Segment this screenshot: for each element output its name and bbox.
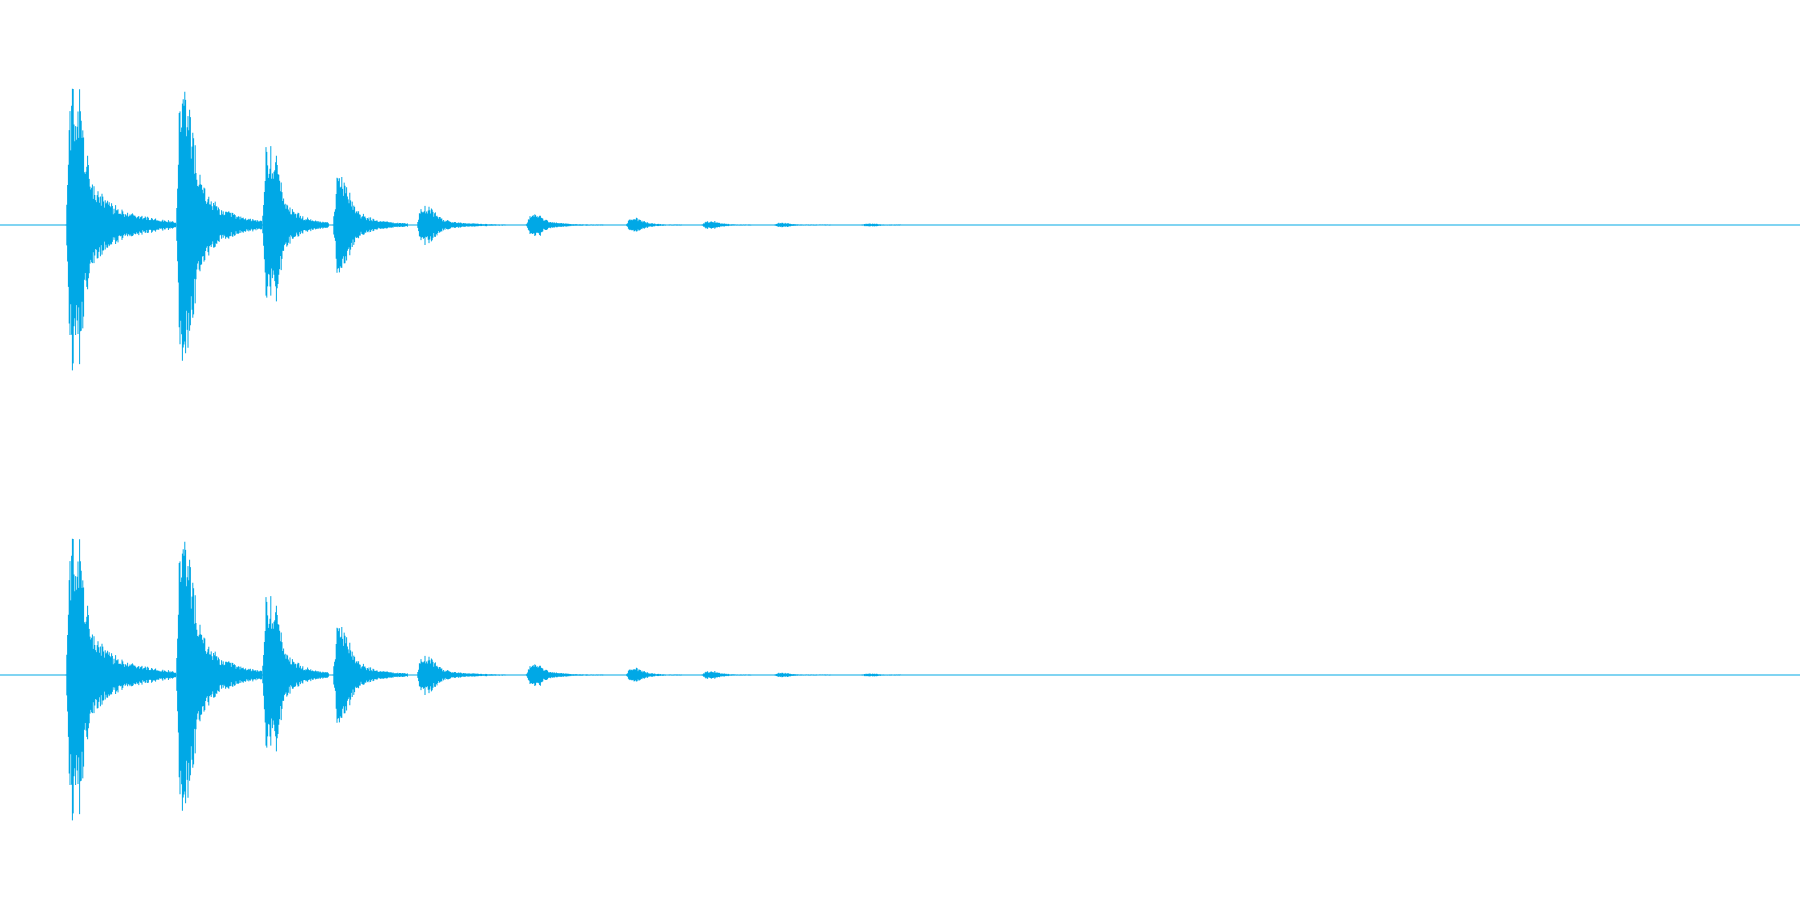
waveform-burst: [332, 177, 408, 273]
waveform-channel-2: [0, 538, 1800, 821]
waveform-burst: [416, 655, 506, 695]
waveform-burst: [525, 214, 604, 236]
waveform-burst: [261, 146, 329, 302]
waveform-burst: [332, 627, 408, 723]
waveform-burst: [175, 541, 263, 811]
waveform-burst: [416, 205, 506, 245]
waveform-burst: [861, 223, 901, 227]
waveform-burst: [773, 222, 831, 228]
waveform-burst-path: [701, 671, 752, 679]
waveform-burst: [175, 91, 263, 361]
waveform-burst: [625, 217, 682, 232]
waveform-burst: [773, 672, 831, 678]
waveform-burst-path: [416, 205, 506, 245]
waveform-burst-path: [175, 91, 263, 361]
waveform-burst-path: [625, 217, 682, 232]
waveform-burst-path: [701, 221, 752, 229]
waveform-burst: [861, 673, 901, 677]
waveform-burst-path: [525, 214, 604, 236]
waveform-burst-path: [861, 223, 901, 227]
waveform-burst-path: [261, 596, 329, 752]
waveform-burst-path: [773, 222, 831, 228]
waveform-burst-path: [65, 538, 177, 821]
waveform-burst-path: [773, 672, 831, 678]
waveform-burst: [525, 664, 604, 686]
waveform-burst-path: [332, 627, 408, 723]
waveform-burst-path: [416, 655, 506, 695]
waveform-burst: [701, 221, 752, 229]
waveform-burst-path: [261, 146, 329, 302]
waveform-burst: [65, 538, 177, 821]
waveform-burst: [701, 671, 752, 679]
waveform-burst-path: [861, 673, 901, 677]
waveform-channel-1: [0, 88, 1800, 371]
waveform-burst-path: [625, 667, 682, 682]
waveform-burst-path: [65, 88, 177, 371]
waveform-burst: [625, 667, 682, 682]
waveform-burst-path: [525, 664, 604, 686]
waveform-burst: [261, 596, 329, 752]
waveform-burst: [65, 88, 177, 371]
waveform-burst-path: [332, 177, 408, 273]
waveform-burst-path: [175, 541, 263, 811]
